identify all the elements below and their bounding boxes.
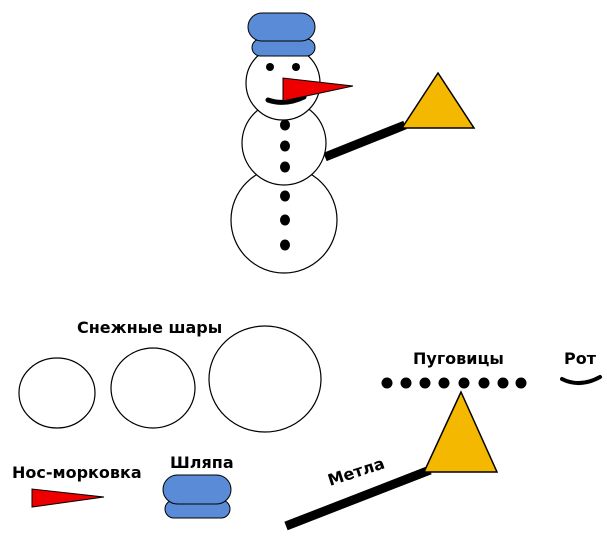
button-part[interactable] (419, 377, 431, 389)
snowman-mouth (265, 94, 307, 105)
button-part[interactable] (438, 377, 450, 389)
snowman-broom-head (400, 71, 476, 129)
snowman-button (280, 190, 290, 202)
broom-part-head (422, 390, 499, 473)
snowman-button (280, 214, 290, 226)
snowball-large[interactable] (208, 325, 322, 433)
snowball-medium[interactable] (110, 347, 196, 429)
snowball-small[interactable] (18, 357, 96, 429)
button-parts (381, 377, 527, 389)
snowball-parts (18, 325, 322, 433)
snowman-hat-brim (251, 38, 316, 57)
button-part[interactable] (515, 377, 527, 389)
hat-part-crown (162, 474, 232, 505)
label-buttons: Пуговицы (413, 349, 504, 368)
assembled-snowman (230, 12, 476, 274)
hat-part[interactable] (162, 474, 232, 519)
broom-part-stick (284, 465, 432, 531)
button-part[interactable] (381, 377, 393, 389)
snowman-right-eye (292, 63, 300, 71)
button-part[interactable] (478, 377, 490, 389)
label-carrot-nose: Нос-морковка (12, 463, 142, 482)
label-mouth: Рот (564, 349, 597, 368)
broom-part[interactable] (284, 390, 499, 531)
snowman-broom-stick (323, 120, 407, 162)
snowman-button (280, 161, 290, 173)
button-part[interactable] (400, 377, 412, 389)
snowman-button (280, 119, 290, 131)
label-snowballs: Снежные шары (77, 318, 222, 337)
snowman-carrot-nose (282, 77, 354, 102)
snowman-buttons (280, 119, 290, 251)
label-broom: Метла (325, 454, 387, 490)
snowman-button (280, 140, 290, 152)
mouth-part[interactable] (560, 375, 602, 385)
button-part[interactable] (497, 377, 509, 389)
button-part[interactable] (458, 377, 470, 389)
snowman-left-eye (266, 63, 274, 71)
snowman-hat-crown (247, 12, 316, 42)
label-hat: Шляпа (170, 453, 234, 472)
carrot-nose-part[interactable] (31, 488, 105, 508)
snowman-hat (247, 12, 316, 57)
snowman-broom (323, 71, 476, 162)
snowman-button (280, 239, 290, 251)
